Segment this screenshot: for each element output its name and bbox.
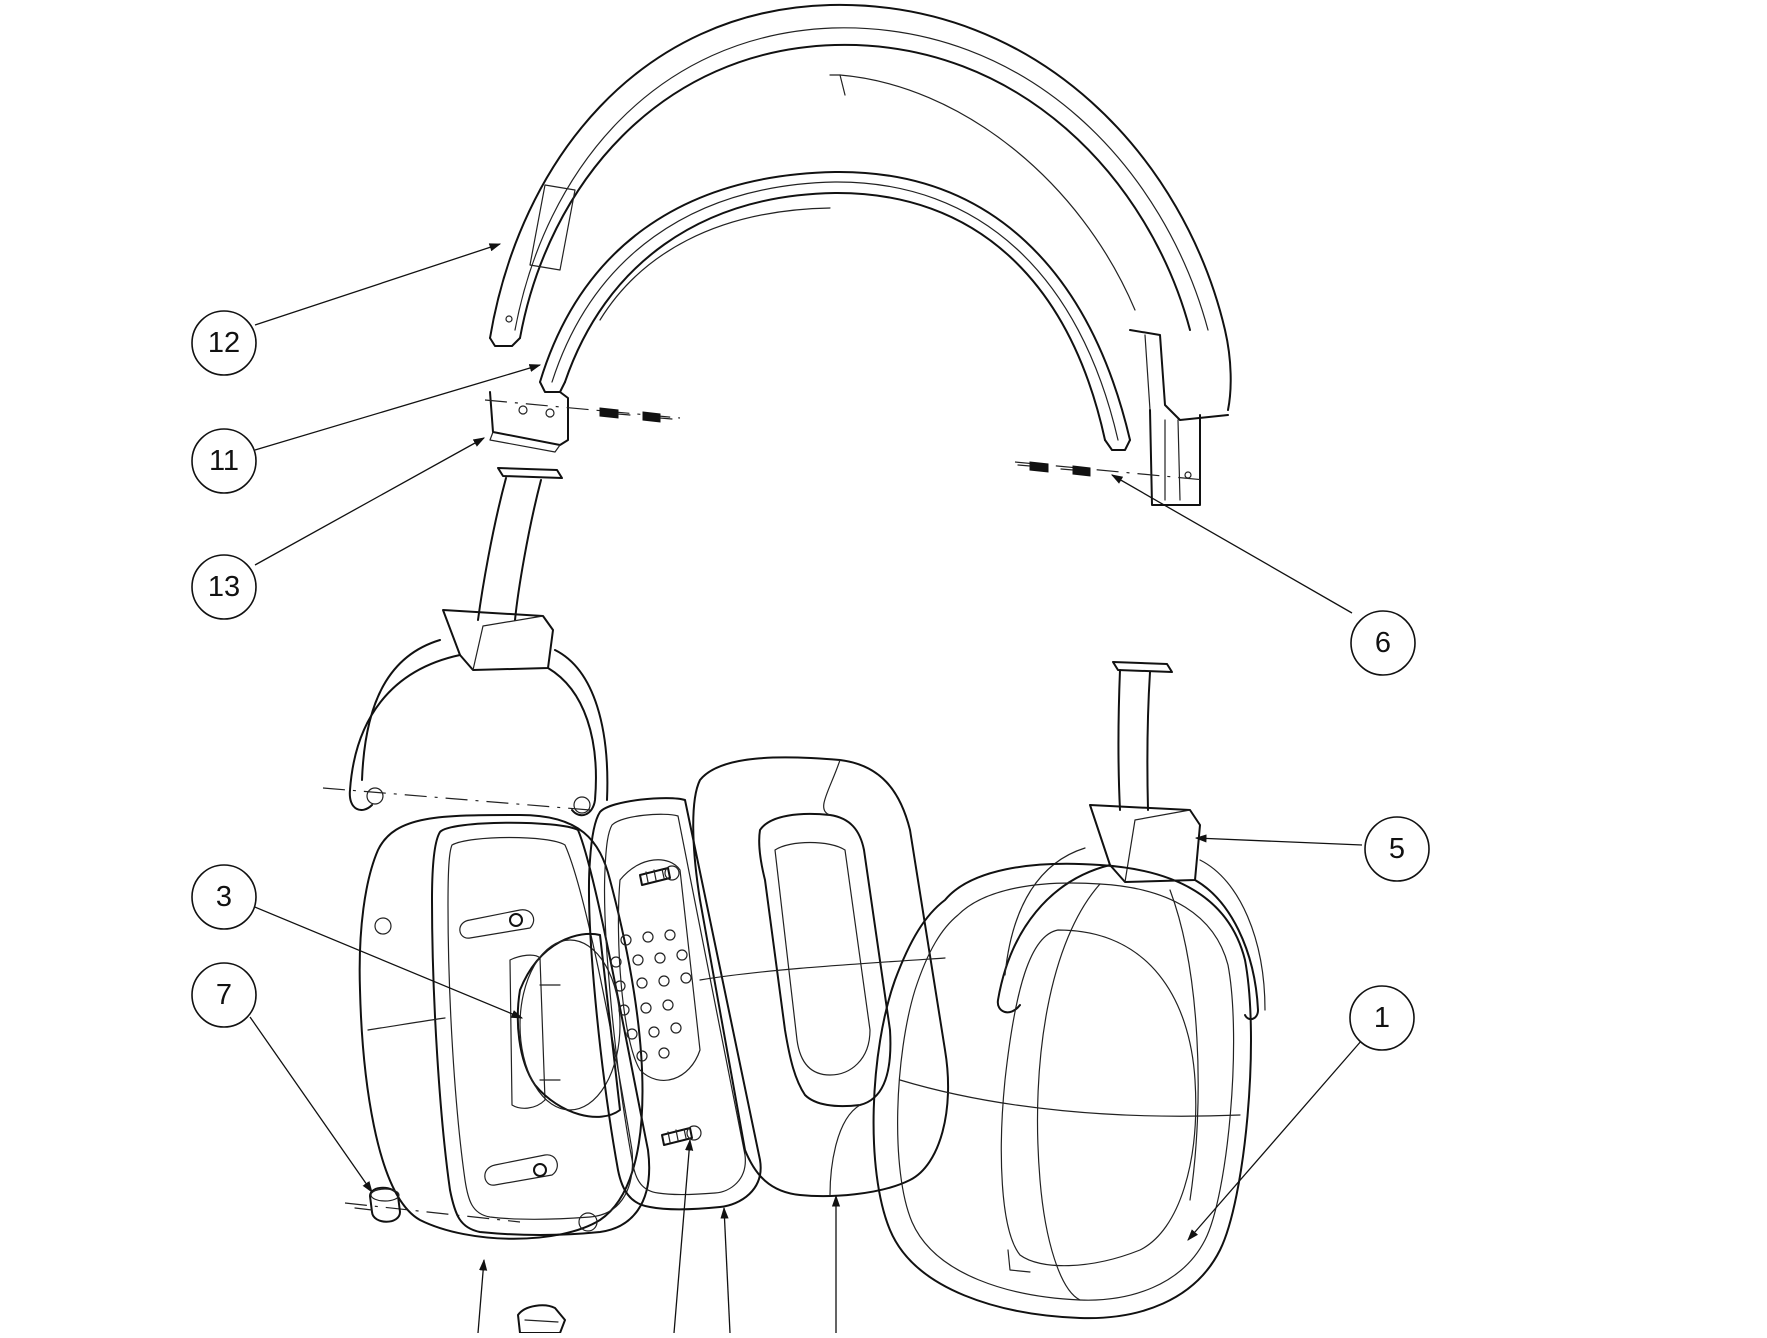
baffle-plate: [588, 797, 762, 1211]
ear-cushion: [692, 756, 950, 1198]
callout-6: 6: [1350, 610, 1416, 676]
speaker-driver: [516, 932, 621, 1118]
callout-12: 12: [191, 310, 257, 376]
baffle-screw-top: [639, 865, 680, 886]
right-slider-arm: [1112, 661, 1173, 811]
callout-13: 13: [191, 554, 257, 620]
callout-5-label: 5: [1389, 833, 1405, 865]
headband-outer-shell: [489, 3, 1232, 506]
callout-3: 3: [191, 864, 257, 930]
leader-lines: [249, 243, 1363, 1334]
callout-12-label: 12: [208, 327, 240, 359]
screw-left-b: [642, 411, 673, 423]
callout-11: 11: [191, 428, 257, 494]
screw-left-a: [599, 407, 631, 419]
bottom-connector-part: [517, 1304, 566, 1334]
callout-1-label: 1: [1374, 1002, 1390, 1034]
callout-1: 1: [1349, 985, 1415, 1051]
callout-5: 5: [1364, 816, 1430, 882]
right-yoke: [996, 804, 1266, 1021]
headband-inner-cushion: [539, 170, 1131, 451]
selector-knob: [354, 1186, 401, 1223]
baffle-vent-holes: [610, 929, 692, 1062]
headband-end-bracket-left: [489, 391, 569, 453]
left-yoke: [348, 609, 609, 817]
callout-13-label: 13: [208, 571, 240, 603]
baffle-screw-bottom: [661, 1125, 702, 1146]
callout-7: 7: [191, 962, 257, 1028]
screw-right-b: [1060, 465, 1091, 477]
callout-3-label: 3: [216, 881, 232, 913]
left-earcup-shell: [358, 814, 651, 1240]
callout-6-label: 6: [1375, 627, 1391, 659]
right-earcup: [872, 862, 1252, 1320]
left-slider-arm: [477, 467, 563, 621]
callout-11-label: 11: [209, 445, 239, 477]
screw-right-a: [1017, 461, 1049, 473]
callout-7-label: 7: [216, 979, 232, 1011]
